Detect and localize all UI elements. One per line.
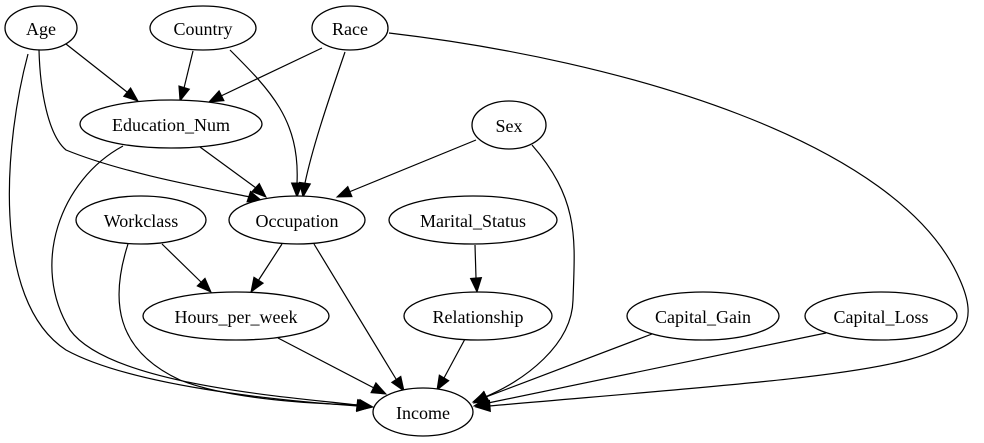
edge-line [304, 51, 346, 184]
edge-line [487, 332, 827, 404]
edge-education_num-to-income [51, 145, 373, 412]
node-ellipse [228, 195, 366, 245]
edge-line [51, 145, 358, 406]
arrowhead [335, 185, 353, 198]
node-label: Relationship [433, 307, 524, 327]
edge-line [474, 244, 477, 279]
edges-layer [8, 32, 969, 413]
edge-capital_gain-to-income [471, 333, 653, 403]
node-ellipse [626, 291, 780, 341]
edge-line [485, 333, 653, 398]
node-income: Income [372, 387, 474, 437]
arrowhead [178, 85, 191, 103]
edge-country-to-education_num [178, 50, 194, 103]
edge-age-to-occupation [38, 49, 264, 203]
arrowhead [298, 181, 312, 199]
edge-line [484, 144, 575, 398]
edge-line [38, 49, 251, 198]
node-race: Race [311, 5, 389, 51]
node-hours-per-week: Hours_per_week [142, 291, 330, 341]
node-sex: Sex [471, 100, 547, 150]
edge-age-to-education_num [65, 43, 140, 102]
arrowhead [290, 182, 304, 199]
node-workclass: Workclass [75, 195, 207, 245]
edge-occupation-to-income [313, 243, 405, 393]
node-label: Hours_per_week [175, 307, 298, 327]
node-label: Age [26, 19, 56, 39]
node-age: Age [4, 5, 78, 51]
node-ellipse [804, 291, 958, 341]
edge-workclass-to-income [118, 243, 375, 412]
edge-marital_status-to-relationship [469, 244, 483, 294]
node-ellipse [75, 195, 207, 245]
edge-line [257, 243, 283, 282]
node-education-num: Education_Num [79, 99, 263, 149]
node-ellipse [388, 195, 558, 245]
edge-line [8, 53, 359, 407]
node-ellipse [79, 99, 263, 149]
node-capital-gain: Capital_Gain [626, 291, 780, 341]
edge-line [348, 139, 477, 193]
edge-country-to-occupation [229, 49, 304, 199]
node-ellipse [311, 5, 389, 51]
edge-line [183, 50, 194, 89]
node-label: Country [173, 19, 232, 39]
edge-line [313, 243, 397, 380]
node-label: Occupation [256, 211, 339, 231]
edge-hours_per_week-to-income [277, 337, 388, 395]
node-ellipse [372, 387, 474, 437]
edge-race-to-education_num [207, 47, 323, 103]
arrowhead [469, 277, 483, 294]
arrowhead [370, 381, 388, 395]
edge-line [65, 43, 128, 93]
node-ellipse [471, 100, 547, 150]
node-label: Capital_Gain [655, 307, 751, 327]
node-occupation: Occupation [228, 195, 366, 245]
arrowhead [250, 276, 265, 294]
node-capital-loss: Capital_Loss [804, 291, 958, 341]
edge-line [161, 243, 203, 284]
edge-education_num-to-occupation [199, 146, 268, 198]
node-label: Education_Num [112, 115, 230, 135]
node-ellipse [403, 291, 553, 341]
edge-sex-to-income [472, 144, 575, 404]
node-label: Income [396, 403, 450, 423]
node-label: Race [332, 19, 368, 39]
node-ellipse [149, 5, 257, 51]
edge-sex-to-occupation [335, 139, 477, 198]
edge-line [388, 32, 969, 407]
edge-line [443, 338, 466, 379]
arrowhead [207, 89, 225, 103]
edge-line [199, 146, 257, 189]
node-ellipse [4, 5, 78, 51]
edge-relationship-to-income [436, 338, 466, 392]
node-country: Country [149, 5, 257, 51]
node-label: Capital_Loss [834, 307, 929, 327]
edge-capital_loss-to-income [472, 332, 827, 410]
arrowhead [122, 87, 140, 102]
edge-line [277, 337, 375, 389]
node-relationship: Relationship [403, 291, 553, 341]
arrowhead [357, 398, 375, 412]
node-label: Workclass [104, 211, 179, 231]
edge-workclass-to-hours_per_week [161, 243, 212, 293]
edge-occupation-to-hours_per_week [250, 243, 283, 294]
arrowhead [436, 374, 450, 392]
arrowhead [196, 277, 212, 293]
edge-race-to-occupation [298, 51, 346, 199]
node-ellipse [142, 291, 330, 341]
node-label: Marital_Status [420, 211, 526, 231]
arrowhead [251, 182, 268, 198]
node-label: Sex [496, 116, 523, 136]
node-marital-status: Marital_Status [388, 195, 558, 245]
arrowhead [390, 375, 405, 393]
edge-line [220, 47, 323, 97]
edge-line [118, 243, 360, 406]
edge-line [229, 49, 298, 184]
arrowhead [472, 396, 490, 410]
